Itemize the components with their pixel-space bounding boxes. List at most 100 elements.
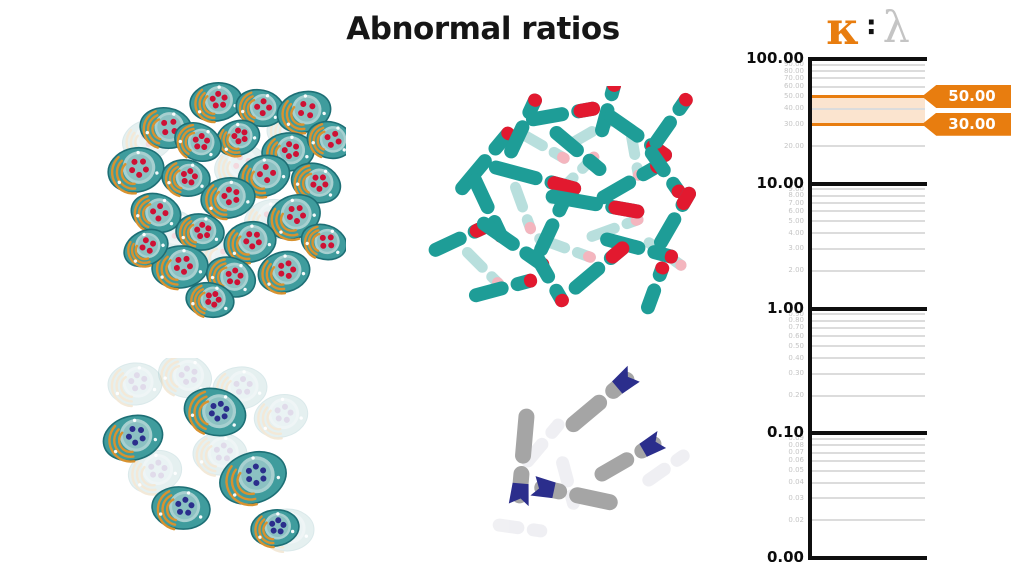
lambda-plasma-cells-illustration bbox=[102, 358, 315, 553]
major-tick-line bbox=[808, 181, 927, 186]
minor-tick-label: 9.00 bbox=[788, 184, 804, 193]
minor-tick-line bbox=[812, 194, 925, 197]
minor-tick-label: 0.50 bbox=[788, 341, 804, 350]
minor-tick-line bbox=[812, 497, 925, 500]
minor-tick-label: 2.00 bbox=[788, 266, 804, 275]
plasma-cell bbox=[158, 358, 212, 399]
minor-tick-label: 0.80 bbox=[788, 316, 804, 325]
marker-line bbox=[812, 122, 925, 126]
plasma-cell bbox=[223, 220, 277, 265]
plasma-cell bbox=[235, 88, 285, 128]
minor-tick-label: 0.06 bbox=[788, 456, 804, 465]
minor-tick-line bbox=[812, 85, 925, 88]
kappa-light-chain bbox=[654, 186, 697, 250]
minor-tick-line bbox=[812, 437, 925, 440]
minor-tick-line bbox=[812, 145, 925, 148]
minor-tick-line bbox=[812, 269, 925, 272]
colon-separator: : bbox=[865, 9, 877, 41]
marker-line bbox=[812, 95, 925, 99]
kappa-light-chain bbox=[529, 248, 569, 308]
minor-tick-line bbox=[812, 77, 925, 80]
plasma-cell bbox=[102, 414, 164, 463]
scale-axis bbox=[808, 57, 812, 560]
minor-tick-label: 0.08 bbox=[788, 440, 804, 449]
minor-tick-label: 7.00 bbox=[788, 198, 804, 207]
plasma-cell bbox=[200, 177, 256, 221]
minor-tick-label: 90.00 bbox=[783, 60, 804, 69]
minor-tick-line bbox=[812, 335, 925, 338]
minor-tick-line bbox=[812, 319, 925, 322]
minor-tick-label: 0.03 bbox=[788, 493, 804, 502]
plasma-cell bbox=[290, 162, 342, 204]
plasma-cell bbox=[107, 362, 163, 408]
minor-tick-line bbox=[812, 220, 925, 223]
major-tick-label: 0.10 bbox=[766, 423, 804, 442]
lambda-light-chain bbox=[508, 408, 535, 507]
minor-tick-line bbox=[812, 210, 925, 213]
plasma-cell bbox=[215, 119, 261, 158]
kappa-free-light-chains-illustration bbox=[428, 86, 697, 315]
major-tick-label: 100.00 bbox=[746, 49, 804, 67]
minor-tick-label: 0.40 bbox=[788, 353, 804, 362]
major-tick-line bbox=[808, 556, 927, 560]
lambda-free-light-chains-illustration bbox=[492, 365, 690, 538]
minor-tick-label: 5.00 bbox=[788, 216, 804, 225]
page-title: Abnormal ratios bbox=[346, 11, 620, 47]
plasma-cell bbox=[205, 256, 257, 298]
lambda-light-chain-faded bbox=[642, 449, 690, 487]
kappa-plasma-cells-illustration bbox=[107, 82, 346, 319]
plasma-cell bbox=[161, 159, 211, 198]
minor-tick-line bbox=[812, 357, 925, 360]
minor-tick-label: 3.00 bbox=[788, 244, 804, 253]
plasma-cell bbox=[237, 154, 291, 199]
minor-tick-line bbox=[812, 394, 925, 397]
minor-tick-label: 0.60 bbox=[788, 331, 804, 340]
plasma-cell bbox=[130, 192, 182, 234]
marker-flag-label: 30.00 bbox=[948, 114, 996, 133]
minor-tick-label: 0.30 bbox=[788, 369, 804, 378]
kappa-light-chain bbox=[640, 261, 670, 315]
lambda-light-chain-faded bbox=[492, 518, 548, 538]
minor-tick-label: 8.00 bbox=[788, 191, 804, 200]
minor-tick-line bbox=[812, 247, 925, 250]
minor-tick-label: 0.70 bbox=[788, 323, 804, 332]
minor-tick-label: 70.00 bbox=[783, 73, 804, 82]
minor-tick-line bbox=[812, 107, 925, 110]
minor-tick-label: 50.00 bbox=[783, 92, 804, 101]
kappa-light-chain-faded bbox=[509, 181, 537, 235]
minor-tick-line bbox=[812, 469, 925, 472]
minor-tick-line bbox=[812, 313, 925, 316]
major-tick-label: 1.00 bbox=[766, 298, 804, 317]
minor-tick-label: 0.90 bbox=[788, 309, 804, 318]
minor-tick-line bbox=[812, 63, 925, 66]
major-tick-label: 10.00 bbox=[756, 173, 804, 192]
plasma-cell bbox=[253, 394, 309, 440]
minor-tick-label: 0.04 bbox=[788, 478, 804, 487]
minor-tick-label: 6.00 bbox=[788, 206, 804, 215]
minor-tick-line bbox=[812, 451, 925, 454]
minor-tick-line bbox=[812, 188, 925, 191]
kappa-light-chain bbox=[649, 92, 693, 149]
minor-tick-label: 30.00 bbox=[783, 119, 804, 128]
major-tick-line bbox=[808, 431, 927, 436]
minor-tick-line bbox=[812, 444, 925, 447]
plasma-cell bbox=[300, 223, 346, 261]
ratio-header: κ : λ bbox=[806, 0, 930, 56]
major-tick-line bbox=[808, 57, 927, 61]
highlight-band bbox=[812, 96, 925, 125]
minor-tick-line bbox=[812, 459, 925, 462]
lambda-light-chain bbox=[530, 476, 618, 511]
kappa-light-chain bbox=[549, 126, 607, 176]
plasma-cell bbox=[174, 121, 222, 163]
minor-tick-line bbox=[812, 326, 925, 329]
kappa-symbol: κ bbox=[826, 1, 860, 55]
minor-tick-label: 40.00 bbox=[783, 104, 804, 113]
plasma-cell bbox=[185, 281, 235, 319]
lambda-light-chain bbox=[594, 431, 667, 482]
minor-tick-line bbox=[812, 372, 925, 375]
marker-flag: 30.00 bbox=[922, 112, 1011, 136]
minor-tick-label: 0.02 bbox=[788, 515, 804, 524]
plasma-cell bbox=[250, 509, 300, 549]
plasma-cell bbox=[257, 250, 311, 295]
